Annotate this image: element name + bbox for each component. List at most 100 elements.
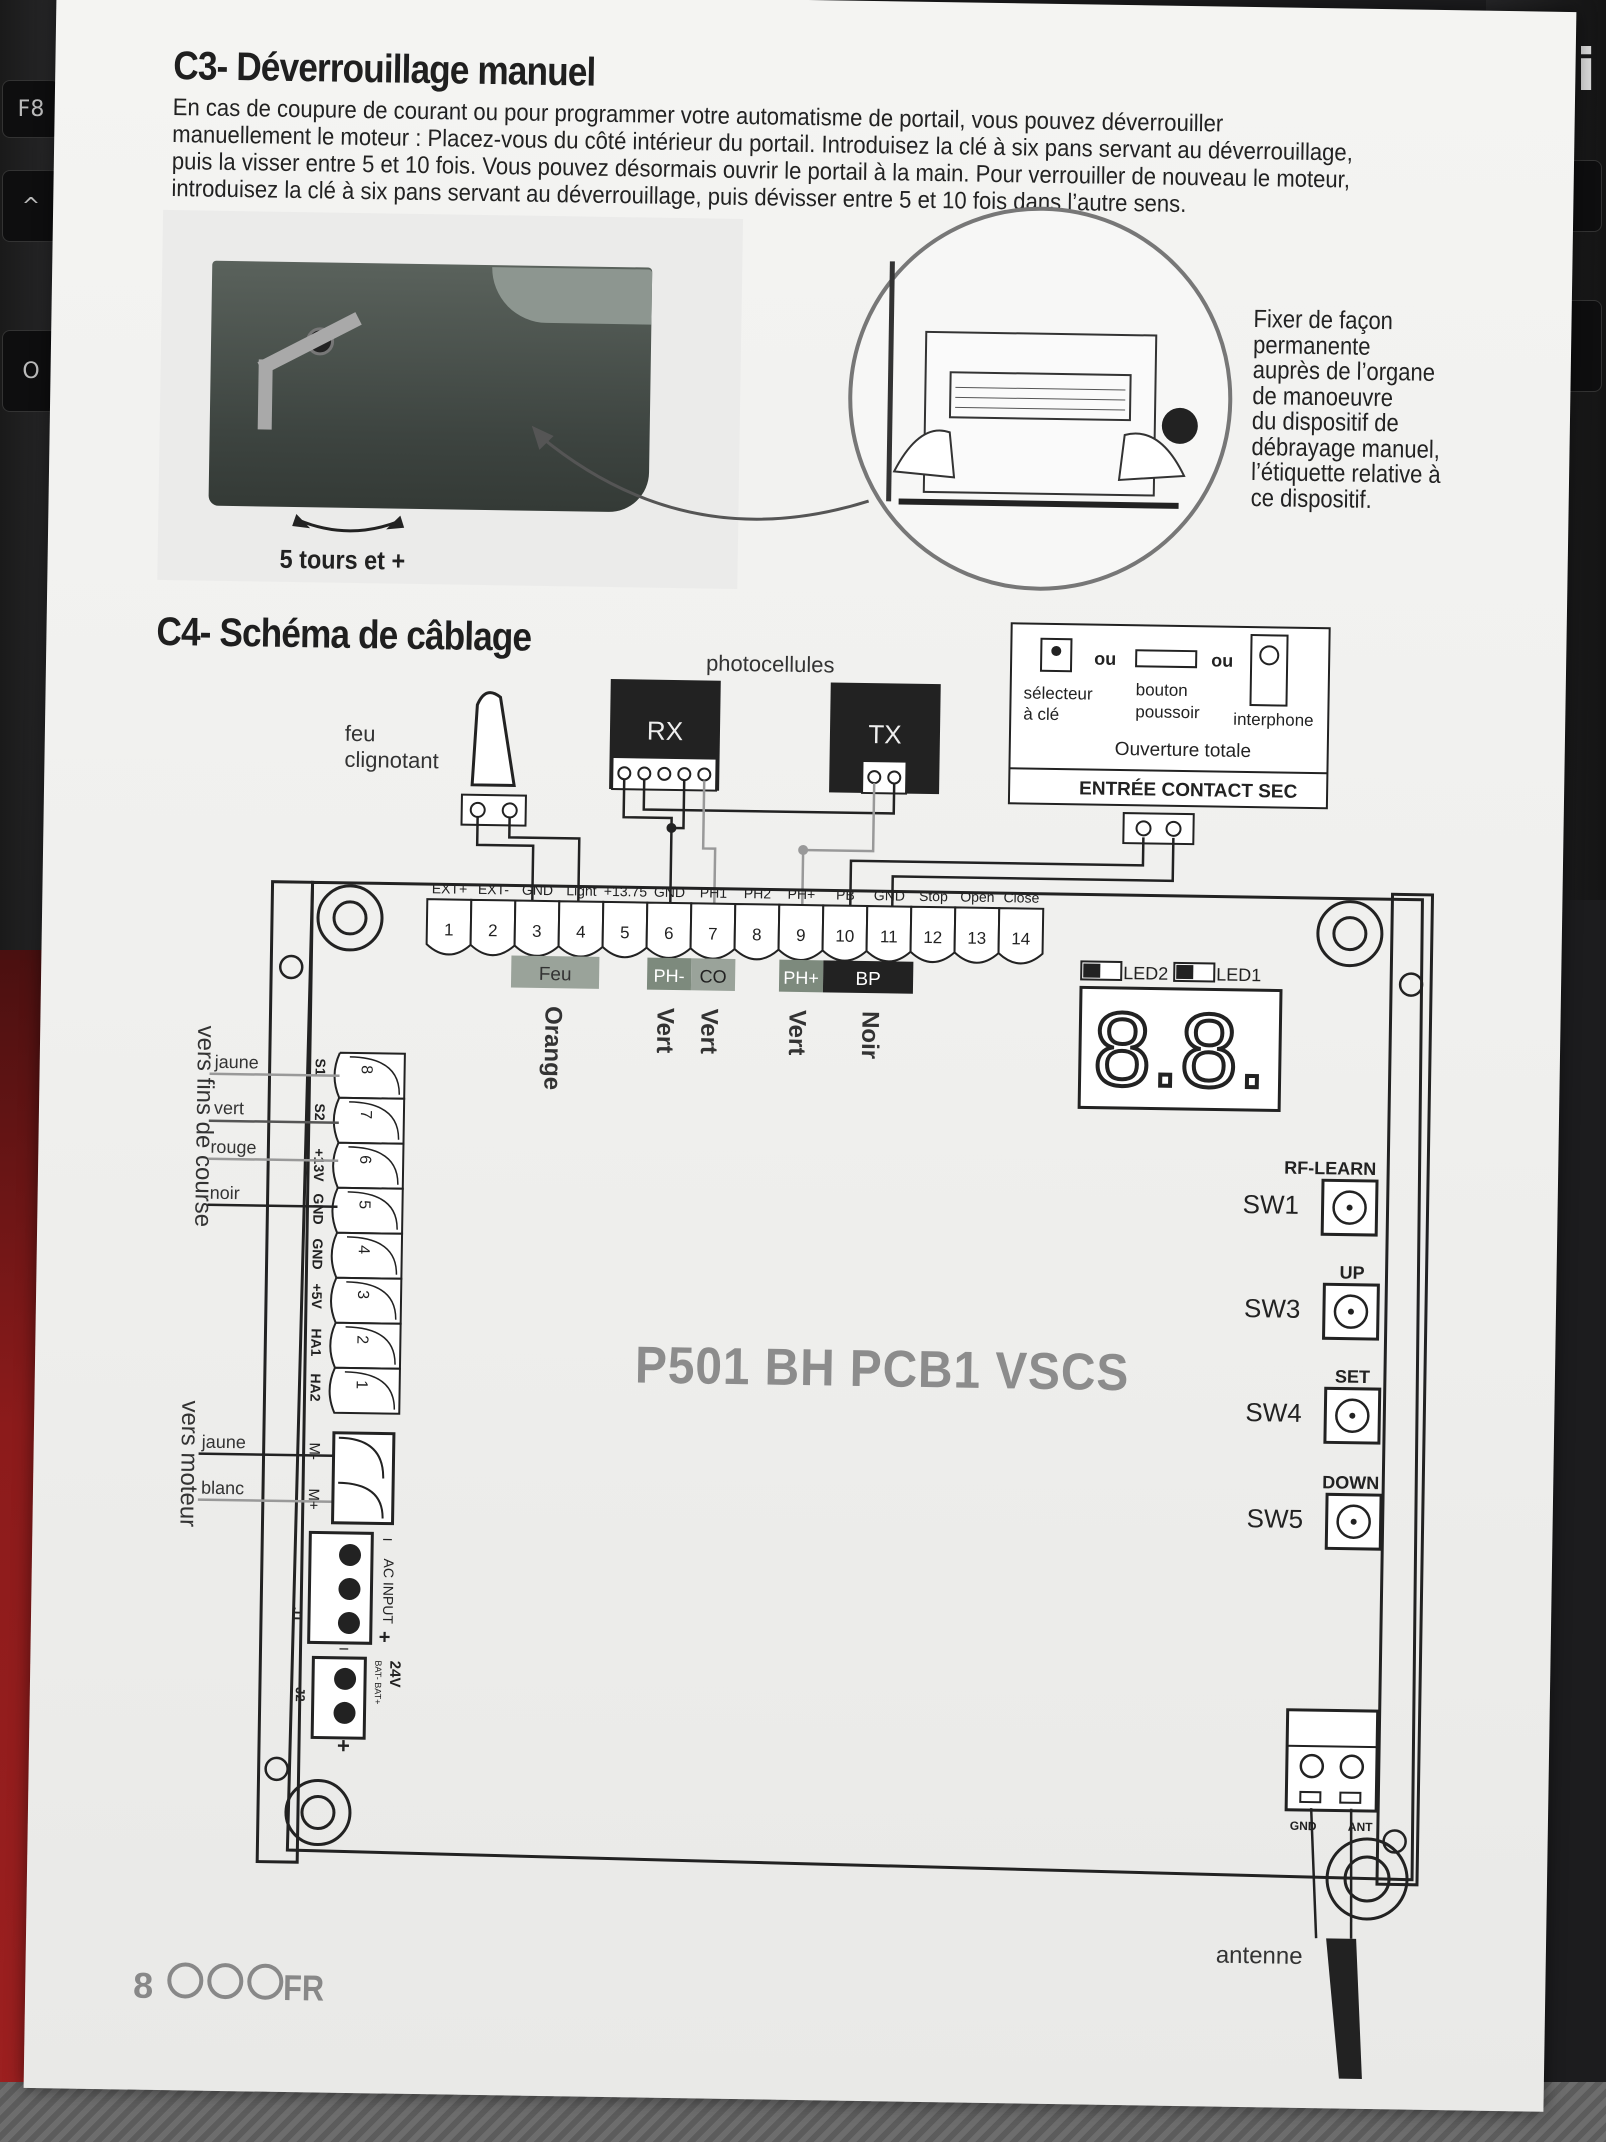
pointer-arrow (538, 434, 870, 521)
antenna-label: antenne (1216, 1942, 1303, 1970)
svg-text:J2: J2 (293, 1687, 308, 1702)
svg-text:PH-: PH- (653, 966, 684, 986)
svg-text:BP: BP (855, 969, 881, 990)
svg-text:interphone: interphone (1233, 710, 1314, 730)
limit-pin-label: HA2 (307, 1373, 323, 1401)
wire-vert-2: Vert (695, 1008, 723, 1054)
limit-pin-number: 8 (358, 1065, 375, 1074)
svg-text:blanc: blanc (201, 1478, 244, 1499)
svg-text:rouge: rouge (210, 1137, 256, 1158)
limit-pin-slot (328, 1366, 401, 1415)
svg-text:Ouverture totale: Ouverture totale (1115, 739, 1252, 762)
key-f8: F8 (2, 80, 60, 138)
svg-text:sélecteur: sélecteur (1023, 683, 1093, 703)
limit-pin-number: 3 (354, 1290, 371, 1299)
terminal-number: 9 (796, 926, 806, 945)
svg-text:vert: vert (214, 1098, 244, 1118)
terminal-name: Stop (919, 888, 948, 904)
terminal-block: EXT+1EXT-2GND3Light4+13.755GND6PH17PH28P… (425, 880, 1045, 965)
terminal-number: 5 (620, 923, 630, 942)
terminal-number: 3 (532, 922, 542, 941)
arrow-head-left (292, 514, 311, 529)
terminal-name: PB (836, 887, 855, 903)
limit-pin-label: GND (309, 1238, 325, 1269)
rotation-arrow-icon (297, 518, 399, 533)
limit-pin-label: GND (310, 1193, 326, 1224)
terminal-name: EXT+ (432, 880, 468, 897)
svg-text:SW3: SW3 (1244, 1293, 1301, 1324)
wiring-diagram: photocellules RX TX feu clignotant ou ou… (167, 622, 1435, 2079)
language-code: FR (282, 1967, 325, 2009)
knob-icon (1161, 407, 1198, 444)
svg-text:jaune: jaune (201, 1432, 246, 1453)
svg-text:−: − (382, 1530, 393, 1550)
wires (475, 779, 1175, 942)
limit-pin-number: 2 (353, 1335, 370, 1344)
tag-bp (822, 960, 914, 994)
terminal-number: 12 (923, 928, 942, 947)
svg-text:LED1: LED1 (1216, 965, 1261, 986)
svg-text:LED2: LED2 (1123, 963, 1168, 984)
svg-text:CO: CO (699, 966, 726, 986)
photocells-label: photocellules (706, 650, 835, 677)
limit-pin-label: S2 (312, 1103, 328, 1121)
svg-text:GND: GND (1290, 1819, 1317, 1833)
right-hand-icon (1117, 432, 1186, 482)
limit-pin-label: S1 (313, 1058, 329, 1076)
svg-text:+: + (379, 1626, 391, 1648)
lamp-label-1: feu (345, 721, 376, 746)
ac-input-label: AC INPUT (380, 1558, 397, 1624)
motor-label: vers moteur (174, 1400, 203, 1527)
terminal-name: GND (874, 887, 905, 903)
board-outline (285, 880, 1424, 1882)
limit-pin-number: 7 (357, 1110, 374, 1119)
svg-text:M+: M+ (305, 1488, 322, 1510)
svg-text:SW4: SW4 (1245, 1397, 1302, 1428)
terminal-name: PH1 (700, 884, 728, 900)
limit-switch-label: vers fins de course (189, 1025, 219, 1227)
board-rail-left (255, 880, 315, 1864)
svg-text:SET: SET (1335, 1366, 1370, 1387)
c3-illustration (292, 206, 1233, 591)
key-caret: ^ (2, 170, 60, 242)
limit-pin-number: 1 (353, 1380, 370, 1389)
sticker-inner (948, 371, 1132, 422)
terminal-name: Open (960, 889, 994, 906)
terminal-name: PH2 (744, 885, 772, 901)
terminal-name: GND (522, 882, 553, 898)
terminal-number: 4 (576, 922, 586, 941)
push-button-icon (1135, 649, 1198, 669)
tx-label: TX (868, 719, 902, 750)
antenna-cable-icon (1326, 1938, 1362, 2079)
tag-feu (510, 955, 600, 989)
svg-text:M-: M- (306, 1442, 323, 1460)
board-rail-right (1375, 892, 1435, 1887)
sw1-button: RF-LEARN SW1 (1242, 1158, 1379, 1237)
svg-text:DOWN: DOWN (1322, 1472, 1379, 1493)
svg-text:−: − (338, 1639, 349, 1659)
tag-co (690, 958, 736, 991)
svg-text:8.8.: 8.8. (1092, 992, 1267, 1111)
brand-logo-icon (167, 1962, 284, 2000)
terminal-slot (997, 907, 1045, 965)
svg-text:poussoir: poussoir (1135, 702, 1200, 722)
terminal-number: 13 (967, 929, 986, 948)
limit-pin-label: +13V (311, 1148, 328, 1182)
svg-text:J1: J1 (290, 1607, 305, 1622)
limit-pin-label: +5V (309, 1283, 325, 1309)
terminal-number: 14 (1011, 929, 1030, 948)
pointer-arrow-head (531, 425, 554, 450)
terminal-name: PH+ (788, 886, 816, 902)
tag-ph-plus (778, 959, 824, 993)
gate-bar (898, 498, 1179, 509)
left-hand-icon (892, 429, 956, 479)
svg-text:SW1: SW1 (1242, 1189, 1299, 1220)
terminal-name: EXT- (478, 881, 510, 897)
tag-feu-label: Feu (539, 964, 572, 986)
wire-orange: Orange (538, 1006, 566, 1090)
svg-text:bouton: bouton (1136, 680, 1188, 700)
svg-text:noir: noir (210, 1183, 240, 1203)
terminal-name: GND (654, 884, 685, 900)
sw4-button: SET SW4 (1245, 1366, 1382, 1445)
svg-text:ou: ou (1094, 649, 1116, 669)
